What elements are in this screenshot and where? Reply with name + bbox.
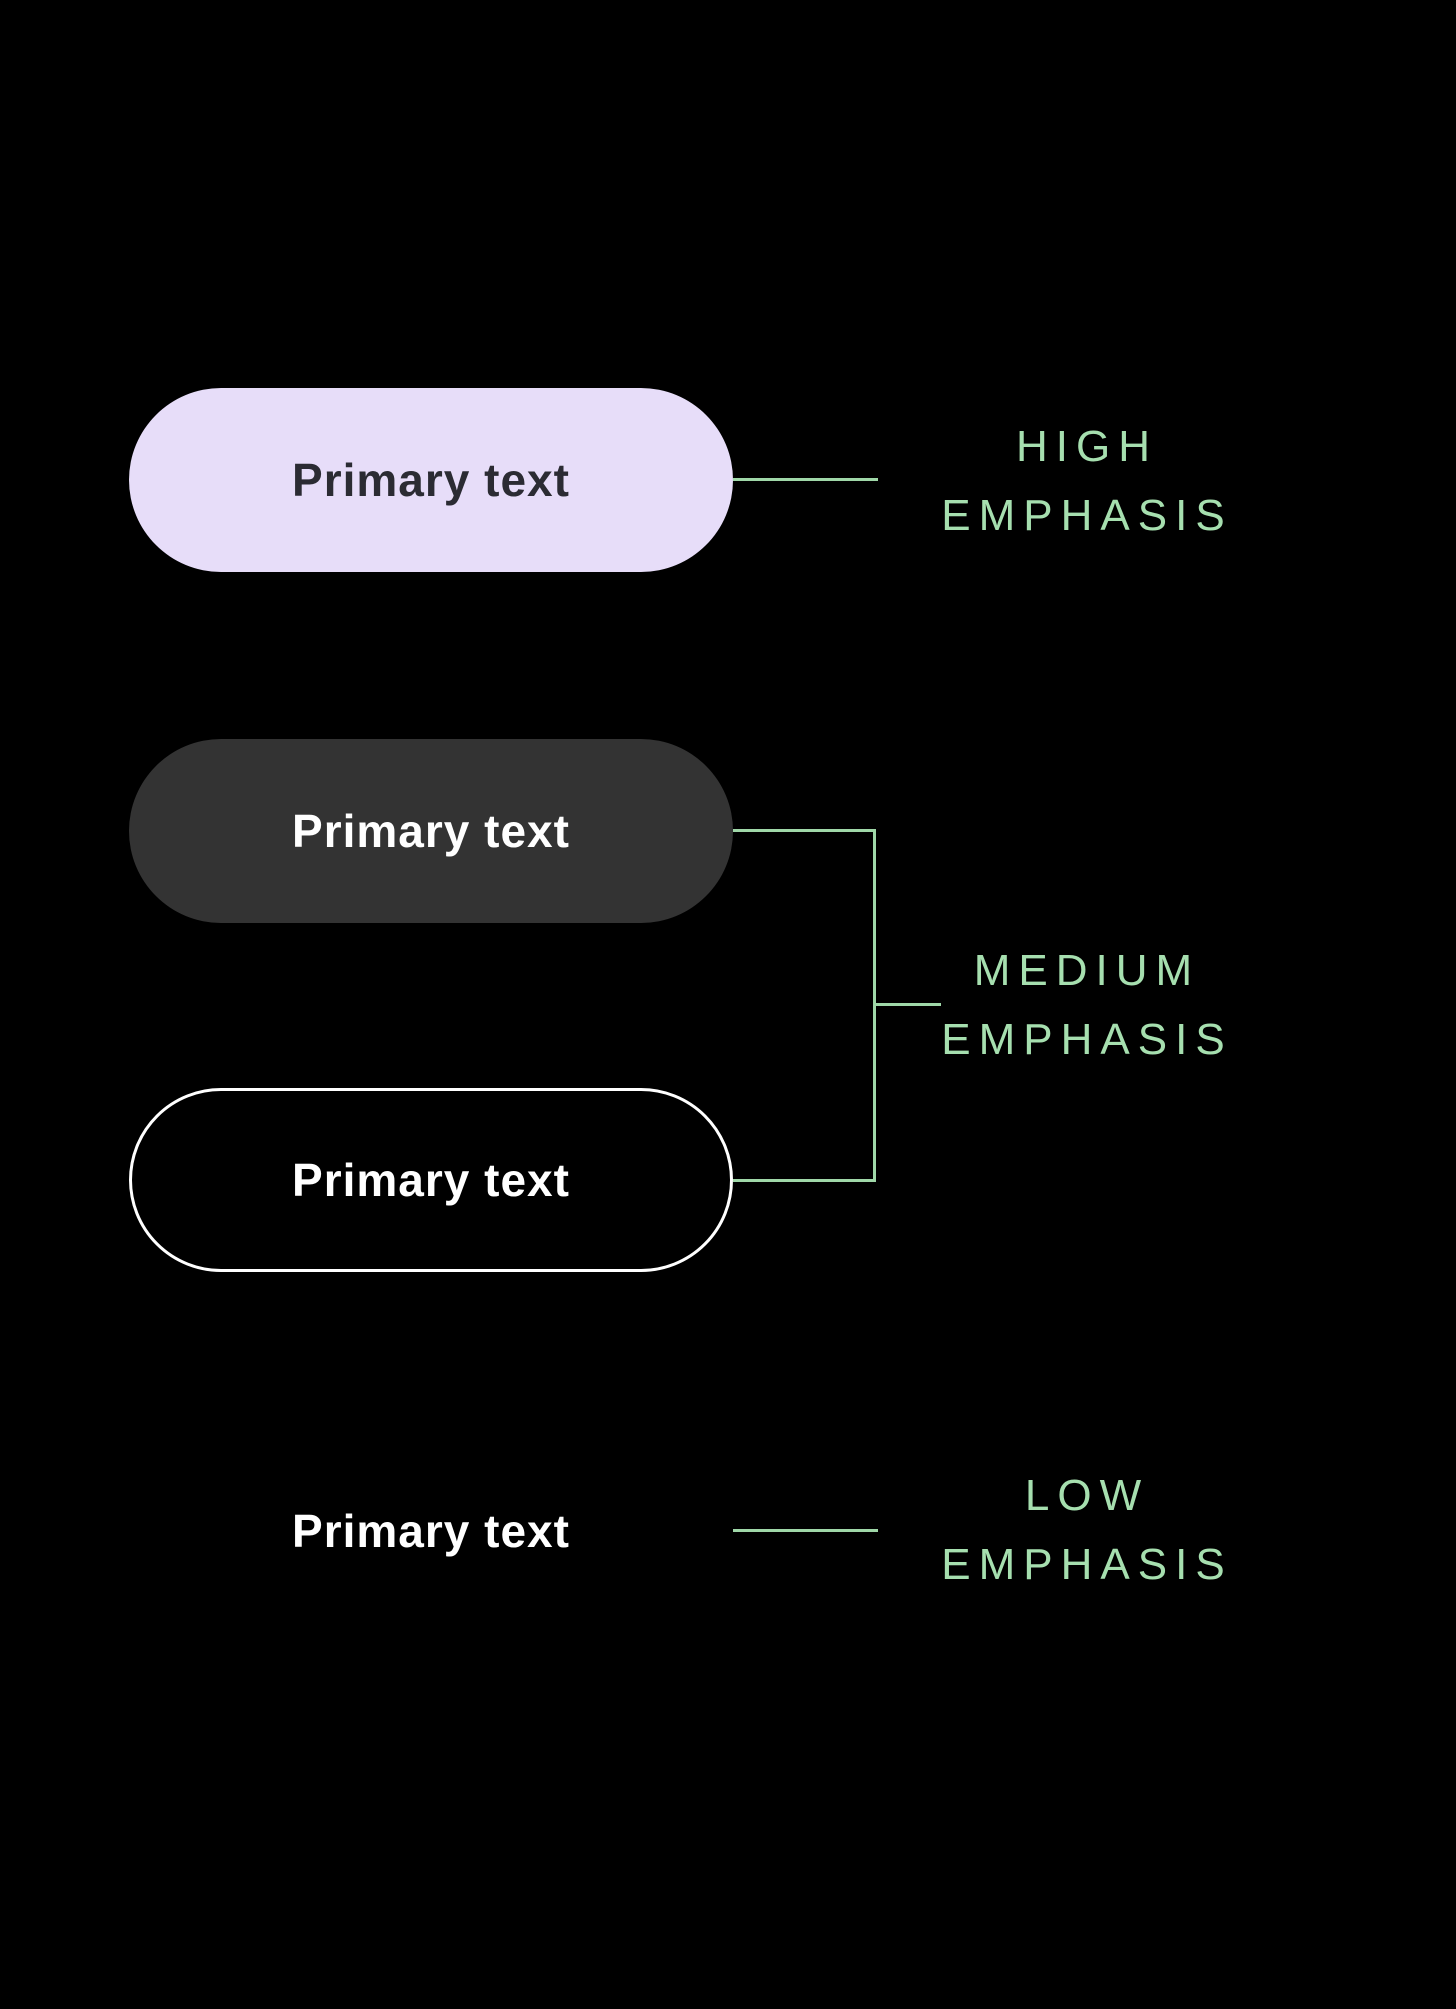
label-line: EMPHASIS (941, 1540, 1233, 1589)
high-emphasis-label: HIGH EMPHASIS (941, 412, 1232, 550)
low-emphasis-label: LOW EMPHASIS (941, 1461, 1232, 1599)
medium-bracket-top-line (733, 829, 876, 832)
medium-emphasis-filled-button[interactable]: Primary text (129, 739, 733, 923)
high-emphasis-filled-button[interactable]: Primary text (129, 388, 733, 572)
label-line: HIGH (1015, 422, 1158, 471)
medium-bracket-bottom-line (733, 1179, 876, 1182)
button-label: Primary text (292, 805, 570, 857)
button-label: Primary text (292, 1505, 570, 1557)
label-line: EMPHASIS (941, 1015, 1233, 1064)
button-label: Primary text (292, 454, 570, 506)
low-emphasis-text-button[interactable]: Primary text (129, 1439, 733, 1623)
label-line: MEDIUM (973, 946, 1201, 995)
medium-bracket-vertical-line (873, 829, 876, 1182)
medium-emphasis-label: MEDIUM EMPHASIS (941, 936, 1232, 1074)
high-connector-line (733, 478, 878, 481)
label-line: LOW (1024, 1471, 1150, 1520)
medium-bracket-stub-line (876, 1003, 941, 1006)
low-connector-line (733, 1529, 878, 1532)
label-line: EMPHASIS (941, 491, 1233, 540)
medium-emphasis-outlined-button[interactable]: Primary text (129, 1088, 733, 1272)
button-label: Primary text (292, 1154, 570, 1206)
